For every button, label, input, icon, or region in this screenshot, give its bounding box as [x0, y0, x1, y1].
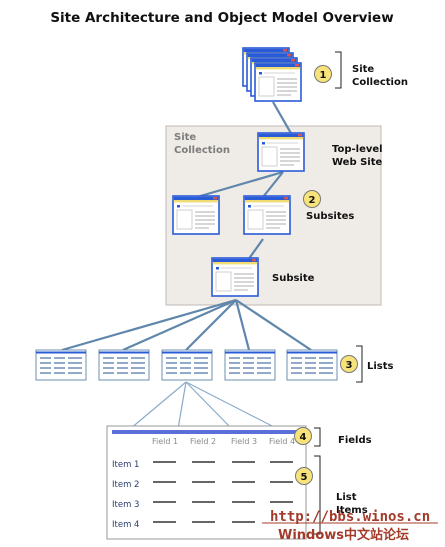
list-icon-3: [161, 349, 213, 381]
connector-lines: [61, 101, 312, 352]
list-item-1: Item 1: [112, 460, 139, 470]
list-icon-1: [35, 349, 87, 381]
list-icon-2: [98, 349, 150, 381]
label-list-items-line2: Items: [336, 505, 368, 516]
field-header-1: Field 1: [152, 437, 178, 446]
field-header-3: Field 3: [231, 437, 257, 446]
callout-3-number: 3: [346, 360, 353, 371]
bracket-lists: [356, 345, 363, 383]
field-header-2: Field 2: [190, 437, 216, 446]
site-collection-stack-icon: [242, 47, 302, 102]
list-item-3: Item 3: [112, 500, 139, 510]
subsite-icon-right: [243, 195, 291, 235]
site-collection-box-label-line1: Site: [174, 132, 196, 143]
label-subsite: Subsite: [272, 273, 315, 284]
callout-4-number: 4: [300, 432, 307, 443]
label-top-level-line1: Top-level: [332, 144, 383, 155]
callout-2-number: 2: [309, 195, 316, 206]
bracket-list-items: [314, 455, 321, 535]
list-item-2: Item 2: [112, 480, 139, 490]
list-header-bar: [112, 430, 302, 434]
item-value-dashes: [153, 461, 293, 523]
diagram-title: Site Architecture and Object Model Overv…: [50, 10, 393, 26]
label-fields: Fields: [338, 435, 372, 446]
label-list-items-line1: List: [336, 492, 357, 503]
bracket-site-collection: [334, 51, 342, 89]
list-icon-4: [224, 349, 276, 381]
label-site-collection-line2: Collection: [352, 77, 408, 88]
label-lists: Lists: [367, 361, 394, 372]
list-icon-5: [286, 349, 338, 381]
field-header-4: Field 4: [269, 437, 295, 446]
watermark-url: http://bbs.winos.cn: [270, 509, 430, 525]
top-level-site-icon: [257, 132, 305, 172]
bracket-fields: [314, 427, 321, 447]
callout-1-number: 1: [320, 70, 327, 81]
subsite-icon-left: [172, 195, 220, 235]
field-connector-lines: [129, 381, 279, 430]
label-site-collection-line1: Site: [352, 64, 374, 75]
site-collection-box-label-line2: Collection: [174, 145, 230, 156]
callout-5-number: 5: [301, 472, 308, 483]
watermark-name: Windows中文站论坛: [278, 527, 409, 543]
label-top-level-line2: Web Site: [332, 157, 383, 168]
list-item-4: Item 4: [112, 520, 139, 530]
nested-subsite-icon: [211, 257, 259, 297]
label-subsites: Subsites: [306, 211, 354, 222]
